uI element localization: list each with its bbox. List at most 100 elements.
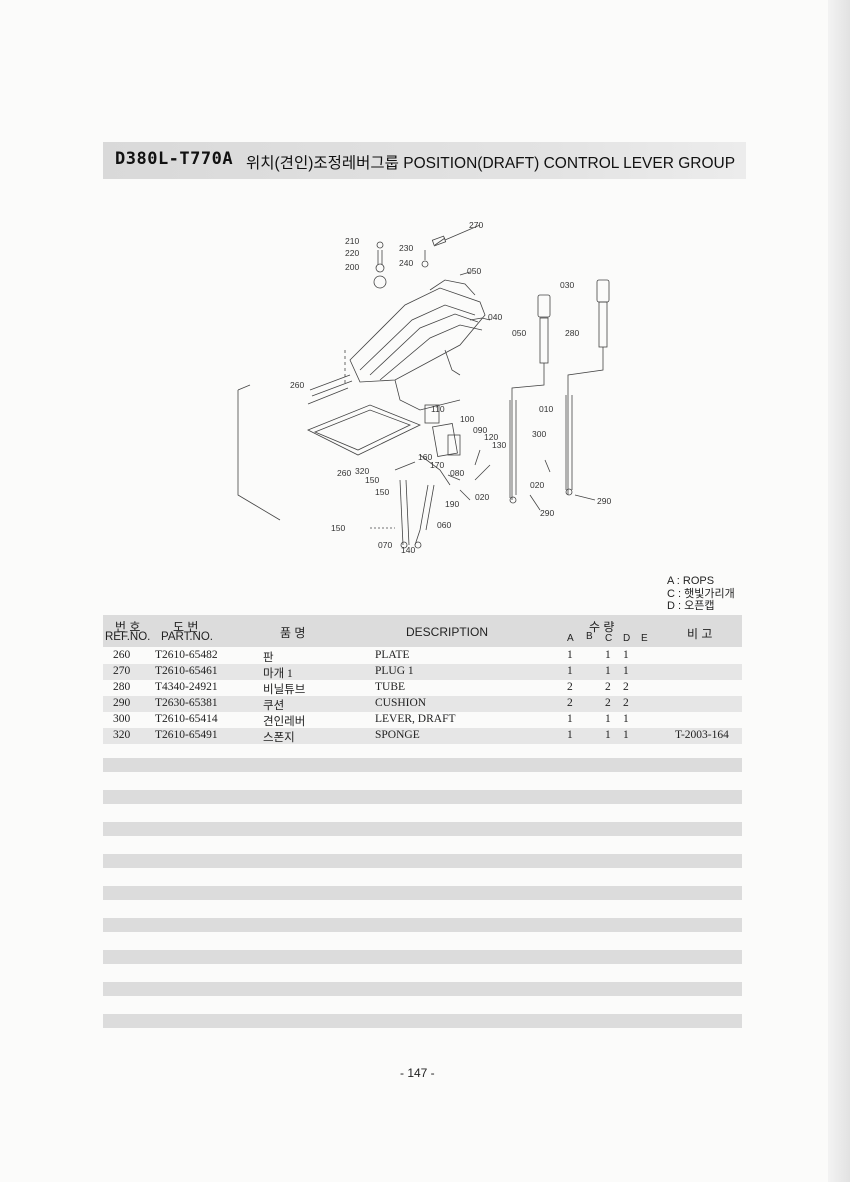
panel-outline bbox=[237, 390, 281, 521]
title-bar: D380L-T770A 위치(견인)조정레버그룹 POSITION(DRAFT)… bbox=[103, 142, 746, 179]
cell-part: T2610-65414 bbox=[155, 713, 218, 725]
parts-table-body: 260 T2610-65482 판 PLATE 1 1 1 270 T2610-… bbox=[103, 648, 742, 744]
empty-row-stripe bbox=[103, 854, 742, 868]
option-legend: A : ROPS C : 햇빛가리개 D : 오픈캡 bbox=[667, 575, 735, 613]
cell-qty-a: 1 bbox=[567, 729, 573, 741]
header-part-ko: 도 번 bbox=[173, 620, 199, 634]
cell-desc: SPONGE bbox=[375, 729, 420, 741]
legend-item: A : ROPS bbox=[667, 575, 715, 587]
header-remark-ko: 비 고 bbox=[687, 627, 713, 641]
callout-label: 220 bbox=[345, 248, 359, 258]
callout-label: 210 bbox=[345, 236, 359, 246]
table-row: 280 T4340-24921 비닐튜브 TUBE 2 2 2 bbox=[103, 680, 742, 696]
callout-label: 290 bbox=[540, 508, 554, 518]
cell-desc: PLATE bbox=[375, 649, 410, 661]
callout-label: 190 bbox=[445, 499, 459, 509]
callout-label: 040 bbox=[488, 312, 502, 322]
page-number: - 147 - bbox=[400, 1066, 435, 1080]
callout-label: 170 bbox=[430, 460, 444, 470]
header-qty-a: A bbox=[567, 633, 574, 644]
callout-label: 260 bbox=[337, 468, 351, 478]
callout-label: 240 bbox=[399, 258, 413, 268]
cell-qty-c: 1 bbox=[605, 649, 611, 661]
callout-label: 130 bbox=[492, 440, 506, 450]
cell-qty-a: 1 bbox=[567, 665, 573, 677]
header-description: DESCRIPTION bbox=[406, 625, 489, 639]
empty-row-stripe bbox=[103, 918, 742, 932]
legend-item: C : 햇빛가리개 bbox=[667, 587, 735, 600]
cell-qty-c: 2 bbox=[605, 697, 611, 709]
cell-part: T2630-65381 bbox=[155, 697, 218, 709]
callout-label: 290 bbox=[597, 496, 611, 506]
cell-qty-c: 1 bbox=[605, 729, 611, 741]
callout-label: 060 bbox=[437, 520, 451, 530]
table-row: 270 T2610-65461 마개 1 PLUG 1 1 1 1 bbox=[103, 664, 742, 680]
empty-row-stripe bbox=[103, 982, 742, 996]
table-row: 260 T2610-65482 판 PLATE 1 1 1 bbox=[103, 648, 742, 664]
callout-label: 020 bbox=[530, 480, 544, 490]
cell-part: T4340-24921 bbox=[155, 681, 218, 693]
cell-qty-a: 1 bbox=[567, 649, 573, 661]
exploded-parts-diagram: 270 210 230 220 240 200 050 030 040 050 … bbox=[237, 220, 611, 555]
callout-label: 050 bbox=[467, 266, 481, 276]
callout-label: 080 bbox=[450, 468, 464, 478]
table-row: 290 T2630-65381 쿠션 CUSHION 2 2 2 bbox=[103, 696, 742, 712]
cell-ref: 260 bbox=[113, 649, 131, 661]
cell-qty-d: 1 bbox=[623, 713, 629, 725]
cell-desc: TUBE bbox=[375, 681, 406, 693]
callout-label: 070 bbox=[378, 540, 392, 550]
cell-qty-c: 1 bbox=[605, 665, 611, 677]
cell-qty-d: 2 bbox=[623, 697, 629, 709]
cell-name: 판 bbox=[263, 652, 274, 664]
table-row: 320 T2610-65491 스폰지 SPONGE 1 1 1 T-2003-… bbox=[103, 728, 742, 744]
callout-label: 150 bbox=[375, 487, 389, 497]
cell-qty-d: 1 bbox=[623, 649, 629, 661]
cell-qty-a: 2 bbox=[567, 697, 573, 709]
cell-ref: 320 bbox=[113, 729, 131, 741]
header-part-en: PART.NO. bbox=[161, 631, 213, 643]
console-housing bbox=[349, 287, 486, 383]
table-row: 300 T2610-65414 견인레버 LEVER, DRAFT 1 1 1 bbox=[103, 712, 742, 728]
callout-label: 160 bbox=[418, 452, 432, 462]
cell-qty-c: 2 bbox=[605, 681, 611, 693]
cell-ref: 270 bbox=[113, 665, 131, 677]
cell-desc: CUSHION bbox=[375, 697, 427, 709]
callout-label: 230 bbox=[399, 243, 413, 253]
header-name-ko: 품 명 bbox=[280, 626, 306, 640]
model-code: D380L-T770A bbox=[115, 149, 234, 169]
cell-ref: 290 bbox=[113, 697, 131, 709]
cell-desc: PLUG 1 bbox=[375, 665, 414, 677]
cell-desc: LEVER, DRAFT bbox=[375, 713, 456, 725]
empty-row-stripe bbox=[103, 886, 742, 900]
callout-label: 280 bbox=[565, 328, 579, 338]
callout-label: 100 bbox=[460, 414, 474, 424]
callout-label: 020 bbox=[475, 492, 489, 502]
cell-name: 스폰지 bbox=[263, 732, 295, 744]
header-qty-b: B bbox=[586, 631, 593, 642]
header-qty-ko: 수 량 bbox=[589, 620, 615, 634]
cell-ref: 300 bbox=[113, 713, 131, 725]
plate-part bbox=[307, 404, 421, 456]
cell-name: 마개 1 bbox=[263, 668, 293, 680]
empty-row-stripe bbox=[103, 950, 742, 964]
cell-part: T2610-65482 bbox=[155, 649, 218, 661]
callout-label: 200 bbox=[345, 262, 359, 272]
header-ref-ko: 번 호 bbox=[115, 620, 141, 634]
cell-name: 쿠션 bbox=[263, 700, 285, 712]
cell-qty-a: 1 bbox=[567, 713, 573, 725]
callout-label: 010 bbox=[539, 404, 553, 414]
callout-label: 150 bbox=[331, 523, 345, 533]
callout-label: 320 bbox=[355, 466, 369, 476]
cell-qty-a: 2 bbox=[567, 681, 573, 693]
callout-label: 090 bbox=[473, 425, 487, 435]
legend-item: D : 오픈캡 bbox=[667, 600, 715, 612]
empty-row-stripe bbox=[103, 822, 742, 836]
callout-label: 030 bbox=[560, 280, 574, 290]
header-qty-e: E bbox=[641, 633, 648, 644]
callout-label: 270 bbox=[469, 220, 483, 230]
cell-name: 비닐튜브 bbox=[263, 684, 306, 696]
cell-part: T2610-65461 bbox=[155, 665, 218, 677]
cell-part: T2610-65491 bbox=[155, 729, 218, 741]
callout-label: 140 bbox=[401, 545, 415, 555]
empty-row-stripe bbox=[103, 790, 742, 804]
